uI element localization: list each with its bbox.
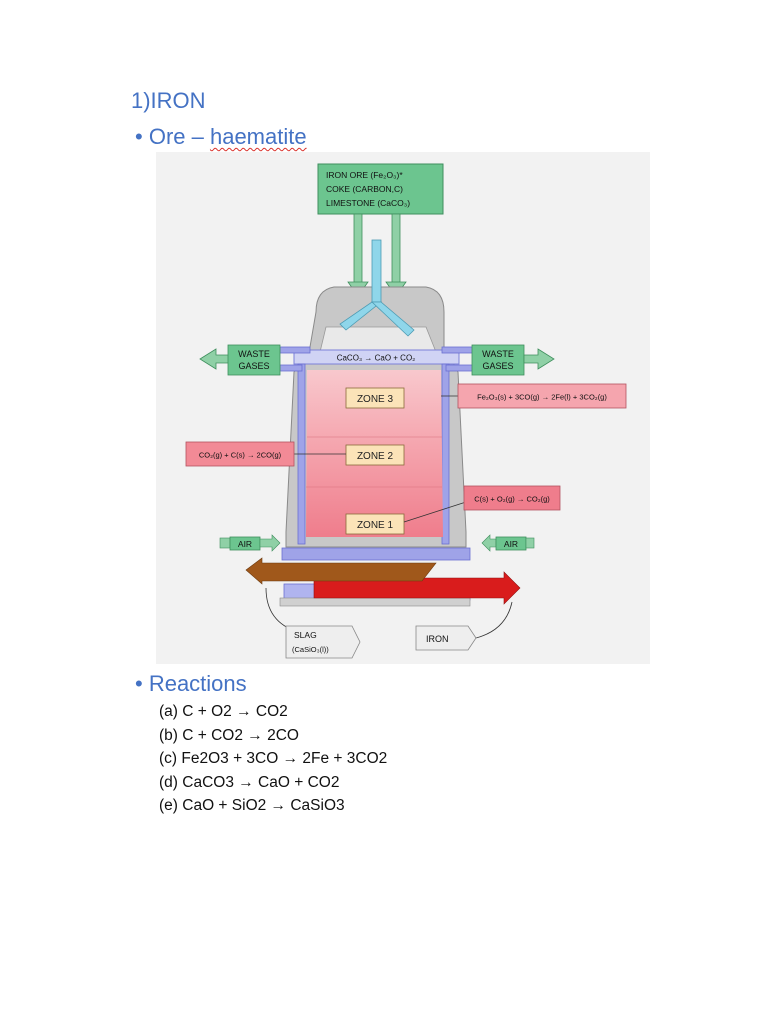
svg-text:AIR: AIR [504, 539, 518, 549]
svg-text:SLAG: SLAG [294, 630, 317, 640]
svg-text:C(s) + O₂(g) → CO₂(g): C(s) + O₂(g) → CO₂(g) [474, 495, 550, 504]
svg-text:WASTE: WASTE [238, 349, 270, 359]
slag-label: SLAG (CaSiO₃(l)) [285, 625, 361, 659]
top-reaction: CaCO₃ → CaO + CO₂ [337, 354, 416, 363]
hearth-base [279, 597, 471, 607]
blast-furnace-diagram: IRON ORE (Fe₂O₃)* COKE (CARBON,C) LIMEST… [156, 152, 650, 664]
furnace-throat [319, 326, 437, 353]
slag-arrow [245, 557, 437, 585]
reaction-a: (a) C + O2 → CO2 [159, 703, 288, 720]
reaction-c: (c) Fe2O3 + 3CO → 2Fe + 3CO2 [159, 750, 388, 767]
reaction-d: (d) CaCO3 → CaO + CO2 [159, 773, 340, 791]
air-inlet-right: AIR [481, 534, 535, 552]
svg-text:(CaSiO₃(l)): (CaSiO₃(l)) [292, 645, 329, 654]
air-inlet-left: AIR [219, 534, 281, 552]
tuyere-ring [281, 547, 471, 561]
ore-bullet: • Ore – haematite [135, 124, 307, 150]
zone3-reaction-box: Fe₂O₃(s) + 3CO(g) → 2Fe(l) + 3CO₂(g) [457, 383, 627, 409]
reactions-heading: Reactions [148, 671, 247, 696]
svg-text:ZONE 2: ZONE 2 [357, 451, 394, 462]
input-coke: COKE (CARBON,C) [326, 184, 403, 194]
waste-gases-left: WASTE GASES [199, 344, 281, 376]
svg-text:GASES: GASES [482, 361, 513, 371]
zone1-reaction-box: C(s) + O₂(g) → CO₂(g) [463, 485, 561, 511]
inputs-box [317, 163, 444, 215]
charging-chute [339, 239, 415, 337]
bullet-dot: • [135, 124, 143, 149]
zone-2-label: ZONE 2 [345, 444, 405, 466]
ore-prefix: Ore – [148, 124, 210, 149]
iron-callout-line [475, 601, 513, 639]
reaction-b: (b) C + CO2 → 2CO [159, 726, 299, 744]
zone2-reaction-box: CO₂(g) + C(s) → 2CO(g) [185, 441, 295, 467]
svg-text:CO₂(g) + C(s) → 2CO(g): CO₂(g) + C(s) → 2CO(g) [199, 451, 282, 460]
svg-text:ZONE 3: ZONE 3 [357, 394, 394, 405]
page-title: 1)IRON [131, 88, 206, 113]
bullet-dot: • [135, 671, 143, 696]
iron-label: IRON [415, 625, 477, 651]
svg-text:WASTE: WASTE [482, 349, 514, 359]
waste-gases-right: WASTE GASES [471, 344, 555, 376]
ore-name: haematite [209, 124, 307, 149]
top-reaction-band [293, 349, 460, 365]
svg-text:Fe₂O₃(s) + 3CO(g) → 2Fe(l) + 3: Fe₂O₃(s) + 3CO(g) → 2Fe(l) + 3CO₂(g) [477, 393, 607, 402]
zone-1-label: ZONE 1 [345, 513, 405, 535]
reactions-bullet: • Reactions [135, 671, 247, 697]
input-limestone: LIMESTONE (CaCO₃) [326, 198, 410, 208]
zone-3-label: ZONE 3 [345, 387, 405, 409]
svg-text:IRON: IRON [426, 634, 449, 644]
input-iron-ore: IRON ORE (Fe₂O₃)* [326, 170, 403, 180]
svg-text:ZONE 1: ZONE 1 [357, 520, 394, 531]
reactions-list: (a) C + O2 → CO2 (b) C + CO2 → 2CO (c) F… [159, 700, 387, 818]
svg-text:GASES: GASES [238, 361, 269, 371]
svg-text:AIR: AIR [238, 539, 252, 549]
zone1-leader [403, 501, 467, 523]
reaction-e: (e) CaO + SiO2 → CaSiO3 [159, 797, 345, 814]
